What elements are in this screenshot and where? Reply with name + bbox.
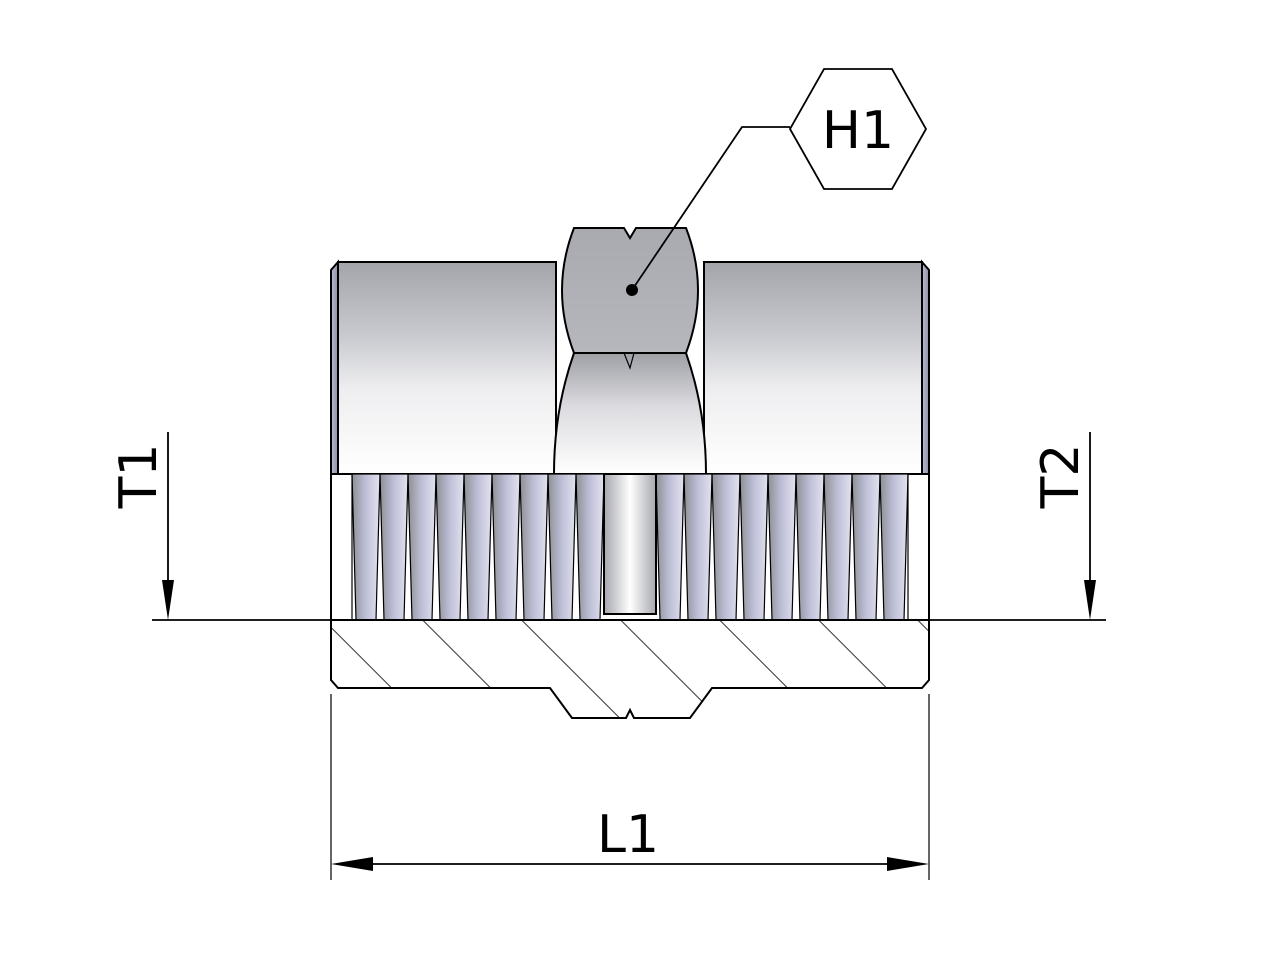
thread-tooth — [795, 473, 825, 642]
thread-section — [330, 473, 930, 642]
thread-tooth — [739, 473, 769, 642]
t1-label: T1 — [109, 444, 169, 510]
hatched-wall — [330, 619, 930, 719]
left-body-section — [337, 261, 557, 475]
left-chamfer — [330, 259, 339, 475]
t1-arrow — [162, 580, 174, 620]
thread-tooth — [711, 473, 741, 642]
hex-symbol — [788, 68, 928, 190]
l1-arrow-right — [887, 857, 929, 871]
thread-tooth — [879, 473, 909, 642]
hex-neck — [552, 352, 708, 475]
thread-teeth-right — [655, 473, 909, 642]
l1-dimension: L1 — [330, 694, 930, 880]
thread-tooth — [851, 473, 881, 642]
cross-section — [330, 619, 930, 719]
thread-tooth — [823, 473, 853, 642]
thread-tooth — [547, 473, 577, 642]
fitting-body-exterior — [330, 227, 930, 475]
hex-size-label: H1 — [822, 101, 894, 161]
thread-tooth — [463, 473, 493, 642]
l1-arrow-left — [331, 857, 373, 871]
thread-teeth-left — [351, 473, 605, 642]
thread-tooth — [379, 473, 409, 642]
hex-callout: H1 — [626, 68, 928, 296]
leader-line — [631, 126, 790, 291]
l1-label: L1 — [597, 805, 659, 865]
t2-dimension: T2 — [929, 432, 1106, 621]
thread-tooth — [767, 473, 797, 642]
thread-tooth — [519, 473, 549, 642]
thread-tooth — [435, 473, 465, 642]
t2-label: T2 — [1031, 444, 1091, 510]
right-chamfer — [921, 259, 930, 475]
t2-arrow — [1084, 580, 1096, 620]
thread-tooth — [655, 473, 685, 642]
hex-notch — [623, 352, 635, 370]
center-bore — [603, 473, 657, 615]
thread-tooth — [407, 473, 437, 642]
t1-dimension: T1 — [109, 432, 331, 621]
thread-tooth — [491, 473, 521, 642]
thread-tooth — [683, 473, 713, 642]
thread-tooth — [575, 473, 605, 642]
right-body-section — [703, 261, 923, 475]
thread-tooth — [351, 473, 381, 642]
